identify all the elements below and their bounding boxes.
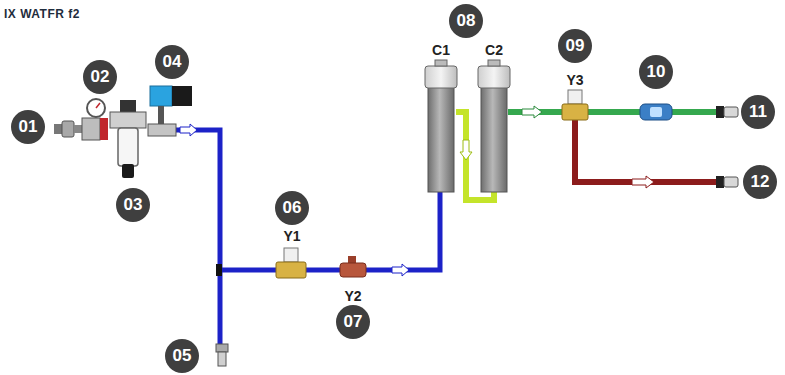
blue-pipe-part	[216, 264, 222, 276]
air-filter-part	[110, 112, 146, 128]
air-filter-part	[118, 128, 138, 166]
part-name: Y2	[344, 288, 361, 304]
callout-number: 08	[449, 4, 483, 38]
filter-c1-part	[425, 66, 457, 88]
transfer-pipe-part	[460, 140, 472, 160]
valve-y2-part	[340, 263, 366, 277]
valve-y1-part	[276, 262, 306, 278]
pressure-regulator-part	[82, 118, 100, 140]
flow-meter-part	[650, 107, 662, 117]
outlet-connector-part	[716, 106, 724, 118]
inlet-coupler-part	[62, 121, 74, 137]
blue-pipe	[175, 124, 440, 346]
drain-fitting-part	[218, 352, 226, 366]
filter-c2-part	[488, 60, 500, 66]
air-filter-part	[122, 164, 134, 178]
green-pipe-part	[522, 106, 542, 118]
pressure-regulator-part	[96, 103, 100, 108]
callout-number: 05	[165, 339, 199, 373]
part-name: Y1	[283, 228, 300, 244]
red-pipe-part	[575, 120, 718, 182]
valve-y1	[276, 248, 306, 278]
outlet-connector-part	[724, 107, 738, 117]
filter-c2	[478, 60, 510, 192]
blue-pipe-part	[180, 124, 197, 136]
valve-y3-part	[568, 90, 582, 104]
valve-y3	[562, 90, 588, 120]
red-pipe	[575, 120, 718, 188]
callout-number: 10	[639, 55, 673, 89]
part-name: Y3	[566, 72, 583, 88]
flow-meter	[640, 104, 672, 120]
filter-c1	[425, 60, 457, 192]
callout-number: 12	[743, 165, 777, 199]
drain-connector-part	[724, 177, 738, 187]
callout-number: 06	[275, 191, 309, 225]
drain-fitting-part	[216, 344, 228, 352]
inlet-coupler-part	[54, 124, 62, 134]
pressure-regulator-part	[100, 118, 108, 140]
drain-connector	[716, 176, 738, 188]
inlet-coupler-part	[74, 125, 82, 133]
air-filter	[110, 100, 146, 178]
drain-connector-part	[716, 176, 724, 188]
pressure-regulator-part	[87, 99, 105, 117]
outlet-connector	[716, 106, 738, 118]
pressure-regulator	[82, 99, 108, 140]
valve-y1-part	[284, 248, 298, 262]
solenoid-valve-part	[148, 124, 176, 136]
valve-y2	[340, 256, 366, 277]
blue-pipe-part	[392, 264, 409, 276]
valve-y3-part	[562, 104, 588, 120]
part-name: C2	[485, 42, 503, 58]
blue-pipe-part	[220, 192, 440, 270]
air-filter-part	[120, 100, 136, 112]
header-text: IX WATFR f2	[4, 7, 80, 21]
drain-fitting	[216, 344, 228, 366]
callout-number: 02	[83, 60, 117, 94]
green-pipe	[508, 106, 718, 118]
callout-number: 04	[155, 45, 189, 79]
flow-meter-part	[640, 104, 672, 120]
filter-c1-part	[435, 60, 447, 66]
filter-c2-part	[478, 66, 510, 88]
part-name: C1	[432, 42, 450, 58]
solenoid-valve-part	[158, 106, 164, 124]
filter-c2-part	[481, 86, 507, 192]
callout-number: 09	[558, 29, 592, 63]
callout-number: 11	[741, 95, 775, 129]
callout-number: 01	[11, 110, 45, 144]
blue-pipe-part	[175, 130, 220, 346]
solenoid-valve	[148, 86, 192, 136]
callout-number: 07	[336, 305, 370, 339]
inlet-coupler	[54, 121, 82, 137]
solenoid-valve-part	[150, 86, 172, 106]
solenoid-valve-part	[172, 86, 192, 106]
red-pipe-part	[632, 176, 654, 188]
filter-c1-part	[428, 86, 454, 192]
callout-number: 03	[116, 188, 150, 222]
